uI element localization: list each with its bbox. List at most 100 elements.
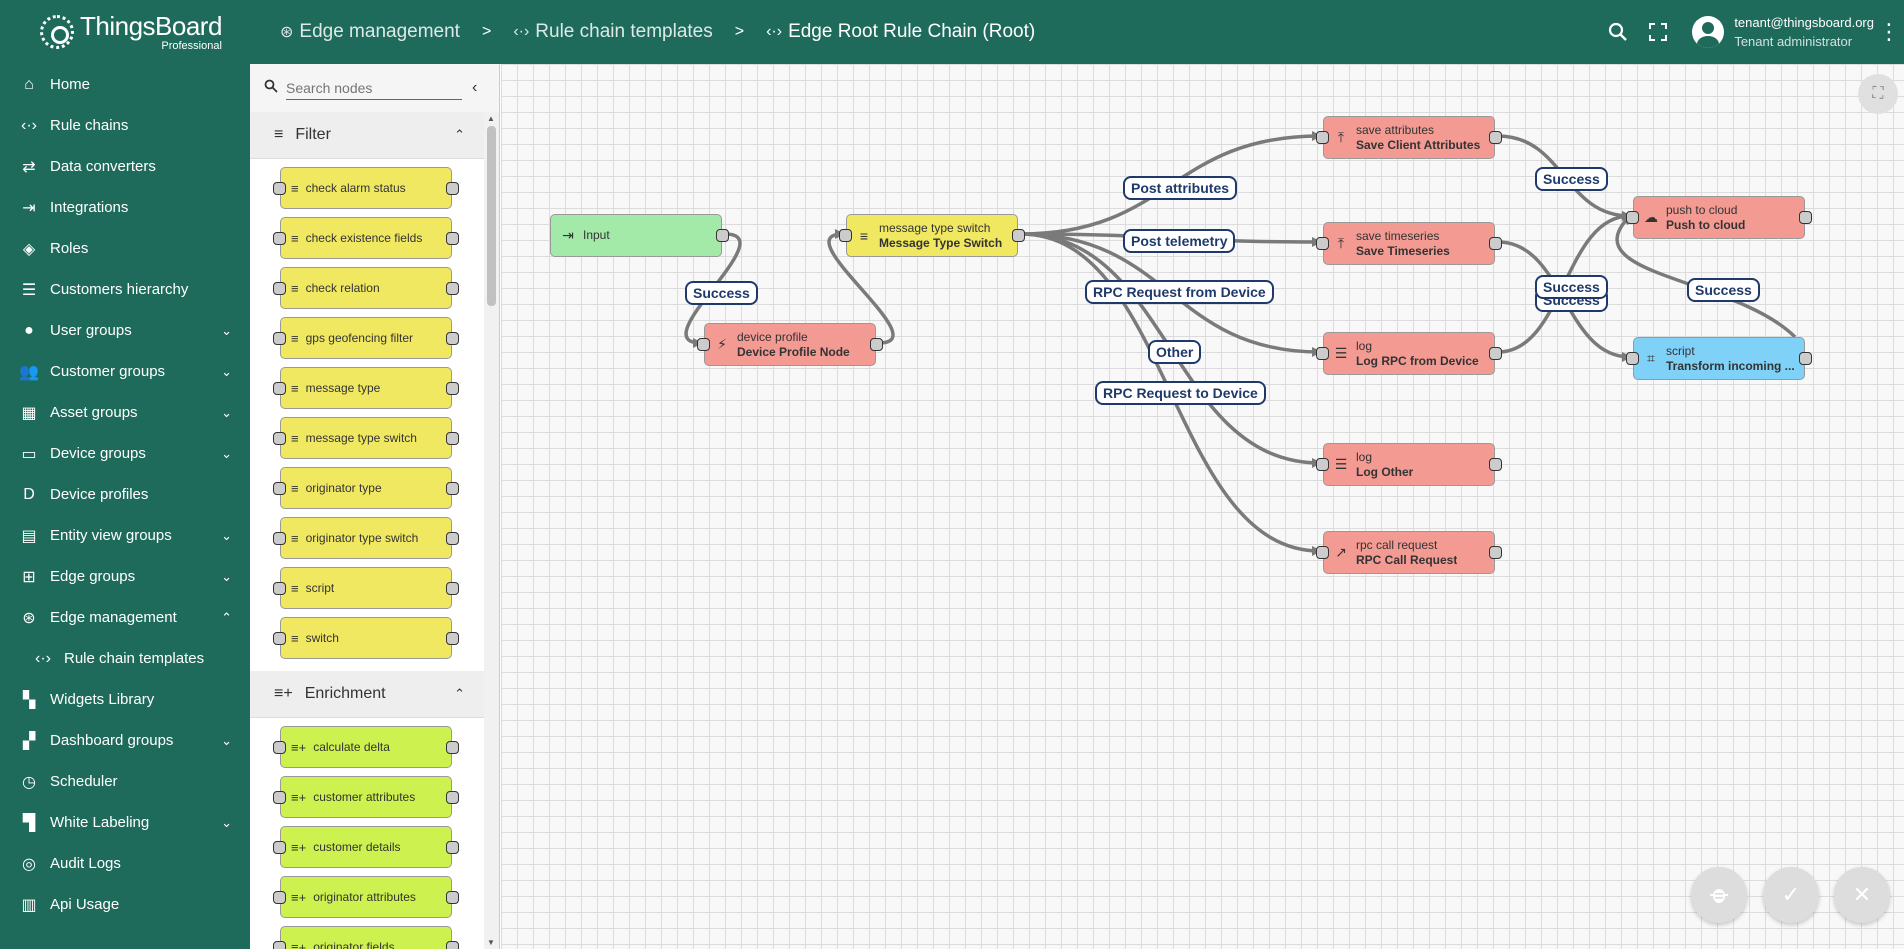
chevron-down-icon[interactable]: ⌄ <box>221 404 232 420</box>
input-connector[interactable] <box>273 282 286 295</box>
output-connector[interactable] <box>446 382 459 395</box>
search-icon[interactable] <box>1598 12 1638 52</box>
output-connector[interactable] <box>446 182 459 195</box>
palette-section-filter[interactable]: ≡Filter⌃ <box>250 112 485 159</box>
user-info[interactable]: tenant@thingsboard.org Tenant administra… <box>1734 13 1874 51</box>
connection-label[interactable]: Success <box>1535 275 1608 299</box>
output-connector[interactable] <box>716 229 729 242</box>
output-connector[interactable] <box>1489 458 1502 471</box>
sidebar-item-home[interactable]: ⌂Home <box>0 64 250 105</box>
input-connector[interactable] <box>1626 352 1639 365</box>
sidebar-item-customers-hierarchy[interactable]: ☰Customers hierarchy <box>0 269 250 310</box>
output-connector[interactable] <box>870 338 883 351</box>
apply-changes-button[interactable]: ✓ <box>1763 867 1819 923</box>
connection-label[interactable]: Success <box>1687 278 1760 302</box>
output-connector[interactable] <box>1489 347 1502 360</box>
input-connector[interactable] <box>273 382 286 395</box>
chevron-left-icon[interactable]: ‹ <box>472 79 478 96</box>
output-connector[interactable] <box>446 741 459 754</box>
fullscreen-icon[interactable]: ⛶ <box>1858 74 1898 114</box>
sidebar-item-roles[interactable]: ◈Roles <box>0 228 250 269</box>
connection-label[interactable]: Success <box>685 281 758 305</box>
sidebar-item-api-usage[interactable]: ▥Api Usage <box>0 884 250 925</box>
input-connector[interactable] <box>273 741 286 754</box>
fullscreen-icon[interactable] <box>1638 12 1678 52</box>
input-connector[interactable] <box>1316 458 1329 471</box>
output-connector[interactable] <box>446 232 459 245</box>
palette-node[interactable]: ≡originator type switch <box>273 517 459 559</box>
connection-label[interactable]: RPC Request to Device <box>1095 381 1266 405</box>
palette-node[interactable]: ≡originator type <box>273 467 459 509</box>
connection-devprof-mts[interactable] <box>827 229 895 345</box>
input-connector[interactable] <box>273 891 286 904</box>
sidebar-item-white-labeling[interactable]: ▜White Labeling⌄ <box>0 802 250 843</box>
input-connector[interactable] <box>1316 131 1329 144</box>
input-connector[interactable] <box>1316 237 1329 250</box>
scrollbar-thumb[interactable] <box>487 126 496 306</box>
sidebar-item-asset-groups[interactable]: ▦Asset groups⌄ <box>0 392 250 433</box>
output-connector[interactable] <box>446 582 459 595</box>
connection-label[interactable]: Other <box>1148 340 1202 364</box>
connection-script-push[interactable] <box>1615 214 1797 339</box>
sidebar-item-device-groups[interactable]: ▭Device groups⌄ <box>0 433 250 474</box>
palette-node[interactable]: ≡script <box>273 567 459 609</box>
palette-node[interactable]: ≡switch <box>273 617 459 659</box>
palette-node[interactable]: ≡+customer attributes <box>273 776 459 818</box>
search-nodes-input[interactable] <box>286 76 462 100</box>
output-connector[interactable] <box>1799 211 1812 224</box>
palette-node[interactable]: ≡check relation <box>273 267 459 309</box>
output-connector[interactable] <box>1489 237 1502 250</box>
chevron-down-icon[interactable]: ⌄ <box>221 814 232 830</box>
sidebar-item-user-groups[interactable]: ●User groups⌄ <box>0 310 250 351</box>
chevron-down-icon[interactable]: ⌄ <box>221 322 232 338</box>
palette-node[interactable]: ≡gps geofencing filter <box>273 317 459 359</box>
sidebar-item-rule-chain-templates[interactable]: ‹·›Rule chain templates <box>0 638 250 679</box>
input-connector[interactable] <box>273 632 286 645</box>
output-connector[interactable] <box>446 432 459 445</box>
input-connector[interactable] <box>839 229 852 242</box>
chevron-up-icon[interactable]: ⌃ <box>221 609 232 625</box>
breadcrumb-edge-management[interactable]: ⊛ Edge management <box>280 21 460 43</box>
output-connector[interactable] <box>446 891 459 904</box>
chevron-down-icon[interactable]: ⌄ <box>221 732 232 748</box>
scroll-down-icon[interactable]: ▼ <box>487 938 495 947</box>
input-connector[interactable] <box>273 532 286 545</box>
connection-label[interactable]: RPC Request from Device <box>1085 280 1274 304</box>
sidebar-item-edge-groups[interactable]: ⊞Edge groups⌄ <box>0 556 250 597</box>
output-connector[interactable] <box>446 632 459 645</box>
palette-node[interactable]: ≡+originator attributes <box>273 876 459 918</box>
output-connector[interactable] <box>446 791 459 804</box>
input-connector[interactable] <box>273 232 286 245</box>
output-connector[interactable] <box>1012 229 1025 242</box>
more-vert-icon[interactable]: ⋮ <box>1878 19 1900 44</box>
output-connector[interactable] <box>1489 131 1502 144</box>
connection-label[interactable]: Post telemetry <box>1123 229 1236 253</box>
input-connector[interactable] <box>273 432 286 445</box>
output-connector[interactable] <box>446 941 459 949</box>
revert-changes-button[interactable]: ✕ <box>1834 867 1890 923</box>
palette-section-enrichment[interactable]: ≡+Enrichment⌃ <box>250 671 485 718</box>
output-connector[interactable] <box>446 482 459 495</box>
sidebar-item-data-converters[interactable]: ⇄Data converters <box>0 146 250 187</box>
input-connector[interactable] <box>273 182 286 195</box>
input-connector[interactable] <box>273 482 286 495</box>
input-connector[interactable] <box>273 332 286 345</box>
chevron-down-icon[interactable]: ⌄ <box>221 568 232 584</box>
palette-node[interactable]: ≡+originator fields <box>273 926 459 949</box>
output-connector[interactable] <box>1489 546 1502 559</box>
sidebar-item-scheduler[interactable]: ◷Scheduler <box>0 761 250 802</box>
input-connector[interactable] <box>1316 546 1329 559</box>
palette-node[interactable]: ≡check alarm status <box>273 167 459 209</box>
sidebar-item-customer-groups[interactable]: 👥Customer groups⌄ <box>0 351 250 392</box>
rule-node-input[interactable]: ⇥Input <box>550 214 729 257</box>
chevron-down-icon[interactable]: ⌄ <box>221 363 232 379</box>
sidebar-item-audit-logs[interactable]: ◎Audit Logs <box>0 843 250 884</box>
scroll-up-icon[interactable]: ▲ <box>487 114 495 123</box>
palette-node[interactable]: ≡+customer details <box>273 826 459 868</box>
sidebar-item-entity-view-groups[interactable]: ▤Entity view groups⌄ <box>0 515 250 556</box>
